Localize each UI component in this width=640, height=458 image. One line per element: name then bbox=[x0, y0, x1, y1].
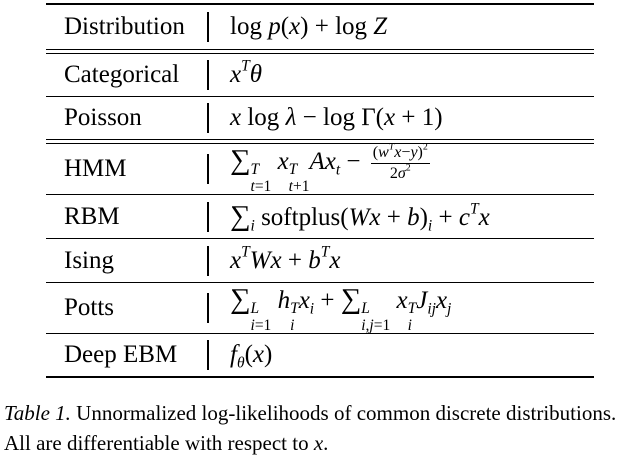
table-row: Categorical xTθ bbox=[46, 54, 594, 96]
table-header-row: Distribution log p(x) + log Z bbox=[46, 5, 594, 49]
caption-label: Table 1. bbox=[4, 401, 71, 425]
row-name: Categorical bbox=[64, 61, 180, 88]
column-divider bbox=[198, 103, 218, 133]
row-formula: x log λ − log Γ(x + 1) bbox=[230, 104, 443, 131]
header-distribution: Distribution bbox=[64, 13, 185, 40]
table-row: Deep EBM fθ(x) bbox=[46, 334, 594, 376]
column-divider bbox=[198, 293, 218, 323]
row-name: HMM bbox=[64, 155, 127, 182]
row-name: Deep EBM bbox=[64, 341, 178, 368]
likelihood-table: Distribution log p(x) + log Z Categorica… bbox=[46, 0, 594, 378]
row-formula: ∑i softplus(Wx + b)i + cTx bbox=[230, 200, 490, 235]
table-row: Poisson x log λ − log Γ(x + 1) bbox=[46, 97, 594, 139]
table-row: RBM ∑i softplus(Wx + b)i + cTx bbox=[46, 195, 594, 238]
column-divider bbox=[198, 340, 218, 370]
column-divider bbox=[198, 245, 218, 276]
column-divider bbox=[198, 60, 218, 90]
row-formula: xTθ bbox=[230, 57, 263, 88]
row-name: RBM bbox=[64, 202, 120, 230]
caption-text: Unnormalized log-likelihoods of common d… bbox=[4, 401, 617, 455]
row-name: Ising bbox=[64, 246, 114, 274]
column-divider bbox=[198, 154, 218, 184]
top-rule bbox=[46, 3, 594, 5]
row-name: Poisson bbox=[64, 104, 142, 131]
table-row: Ising xTWx + bTx bbox=[46, 239, 594, 282]
header-rule bbox=[46, 49, 594, 50]
bottom-rule bbox=[46, 376, 594, 378]
column-divider bbox=[198, 201, 218, 232]
caption-variable: x bbox=[313, 431, 324, 455]
header-formula: log p(x) + log Z bbox=[230, 13, 388, 40]
row-formula: xTWx + bTx bbox=[230, 242, 341, 274]
column-divider bbox=[198, 12, 218, 42]
table-caption: Table 1. Unnormalized log-likelihoods of… bbox=[4, 401, 617, 455]
row-formula: fθ(x) bbox=[230, 341, 273, 372]
row-name: Potts bbox=[64, 294, 115, 321]
